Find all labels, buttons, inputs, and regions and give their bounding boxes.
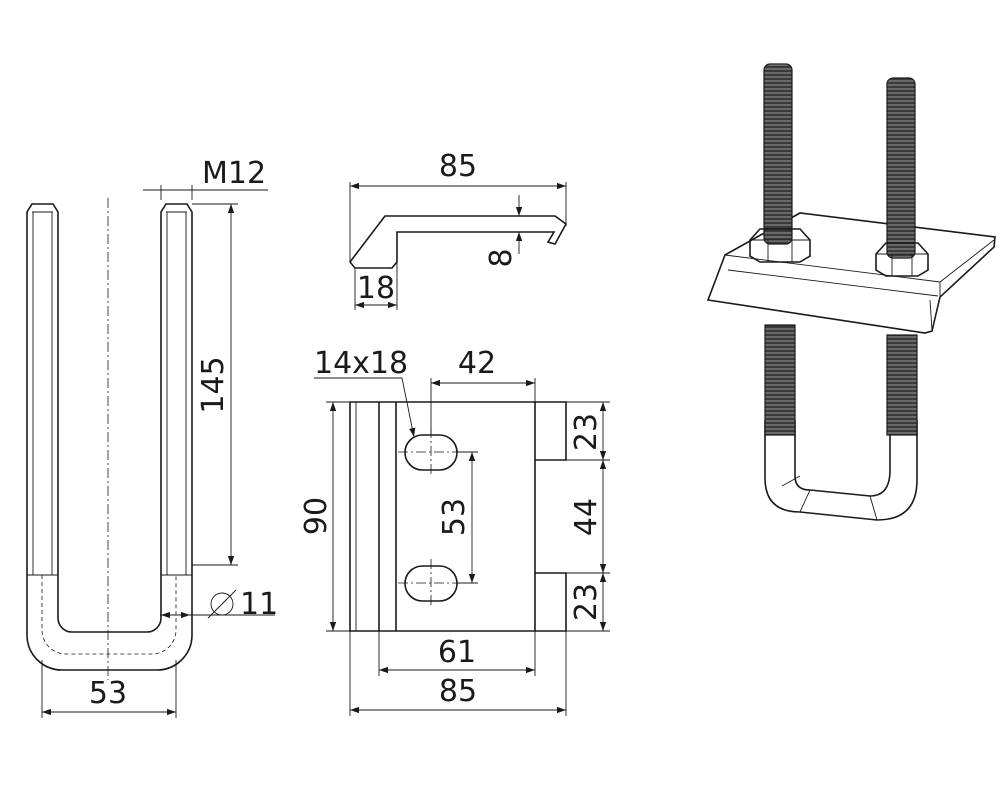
isometric-assembly [706, 63, 996, 521]
slot-size-label: 14x18 [314, 346, 408, 381]
slot-spacing-label: 53 [437, 498, 472, 536]
inner-width-label: 61 [438, 635, 476, 670]
bolt-width-label: 53 [89, 676, 127, 711]
bolt-height-label: 145 [196, 356, 231, 413]
diameter-icon [210, 592, 234, 616]
iso-rod-left-lower [764, 324, 796, 436]
notch-gap-label: 44 [569, 498, 604, 536]
iso-rod-left-upper [763, 63, 793, 245]
notch-bottom-label: 23 [569, 583, 604, 621]
thread-label: M12 [202, 156, 266, 191]
clamp-thickness-label: 8 [484, 248, 519, 267]
plate-height-label: 90 [299, 497, 334, 535]
clamp-profile [348, 215, 568, 269]
u-bolt-hidden-rod [41, 575, 177, 655]
iso-rod-right-upper [886, 77, 916, 259]
slot-offset-label: 42 [458, 346, 496, 381]
bolt-diameter-label: 11 [240, 587, 278, 622]
u-bolt-view: M12 145 11 53 [26, 156, 278, 718]
iso-nut-right [875, 242, 929, 277]
iso-rod-right-lower [886, 334, 918, 436]
u-bolt-outline [26, 203, 193, 671]
clamp-length-label: 85 [439, 149, 477, 184]
iso-nut-left [749, 228, 811, 263]
plate-width-label: 85 [439, 674, 477, 709]
clamp-plate-view: 14x18 42 90 53 23 44 23 61 [299, 346, 610, 716]
clamp-profile-view: 85 8 18 [348, 149, 568, 310]
clamp-lip-label: 18 [357, 271, 395, 306]
notch-top-label: 23 [569, 413, 604, 451]
